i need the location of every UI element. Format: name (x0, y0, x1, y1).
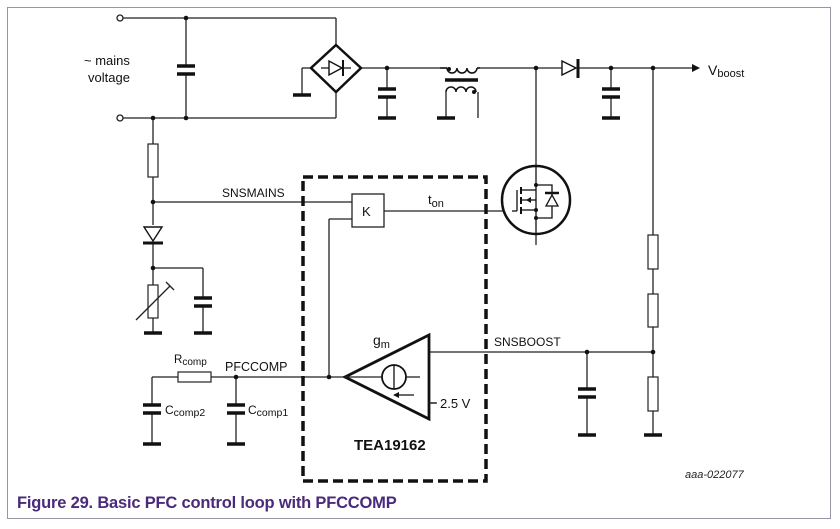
ton-label: ton (428, 192, 444, 210)
gm-label: gm (373, 332, 390, 351)
mains-terminal-top (116, 14, 124, 22)
junction-dot (150, 115, 156, 121)
resistor-divider-low (647, 376, 659, 412)
junction-dot (533, 65, 539, 71)
ic-boundary (301, 175, 488, 483)
ic-name-label: TEA19162 (354, 437, 426, 454)
resistor-divider-2 (647, 293, 659, 328)
sense-diode-icon (142, 226, 164, 245)
figure-code: aaa-022077 (685, 469, 745, 481)
junction-dot (150, 265, 156, 271)
vboost-arrow-icon (692, 64, 700, 72)
figure-frame (7, 7, 831, 519)
capacitor-x (177, 64, 195, 76)
boost-inductor-icon (440, 67, 480, 94)
pfccomp-label: PFCCOMP (225, 360, 288, 374)
junction-dot (608, 65, 614, 71)
resistor-sense (147, 143, 159, 178)
capacitor-bus (378, 87, 396, 99)
figure-caption: Figure 29. Basic PFC control loop with P… (17, 494, 397, 512)
junction-dot (150, 199, 156, 205)
junction-dot (584, 349, 590, 355)
junction-dot (183, 15, 189, 21)
junction-dot (233, 374, 239, 380)
junction-dot (650, 65, 656, 71)
mosfet-icon (500, 164, 572, 236)
k-multiplier-block (351, 193, 385, 228)
junction-dot (650, 349, 656, 355)
capacitor-sense (194, 296, 212, 308)
ntc-resistor-icon (135, 281, 175, 321)
junction-dot (326, 374, 332, 380)
k-label: K (362, 204, 371, 219)
mains-label-line1: ~ mains (84, 53, 130, 68)
resistor-rcomp (177, 371, 212, 383)
capacitor-ccomp2 (143, 403, 161, 415)
ref-voltage-label: 2.5 V (440, 396, 471, 411)
snsboost-label: SNSBOOST (494, 335, 561, 349)
capacitor-output (602, 87, 620, 99)
vboost-label: Vboost (708, 62, 744, 80)
capacitor-snsboost (578, 387, 596, 399)
mains-label-line2: voltage (88, 70, 130, 85)
rcomp-label: Rcomp (174, 354, 207, 368)
ccomp2-label: Ccomp2 (165, 403, 205, 419)
wire-aux-winding (445, 92, 479, 118)
capacitor-ccomp1 (227, 403, 245, 415)
junction-dot (183, 115, 189, 121)
snsmains-label: SNSMAINS (222, 186, 285, 200)
ota-amplifier-icon (341, 332, 431, 422)
ccomp1-label: Ccomp1 (248, 403, 288, 419)
bridge-rectifier-icon (309, 43, 363, 94)
mains-terminal-bottom (116, 114, 124, 122)
resistor-divider-1 (647, 234, 659, 270)
boost-diode-icon (561, 59, 580, 78)
junction-dot (384, 65, 390, 71)
